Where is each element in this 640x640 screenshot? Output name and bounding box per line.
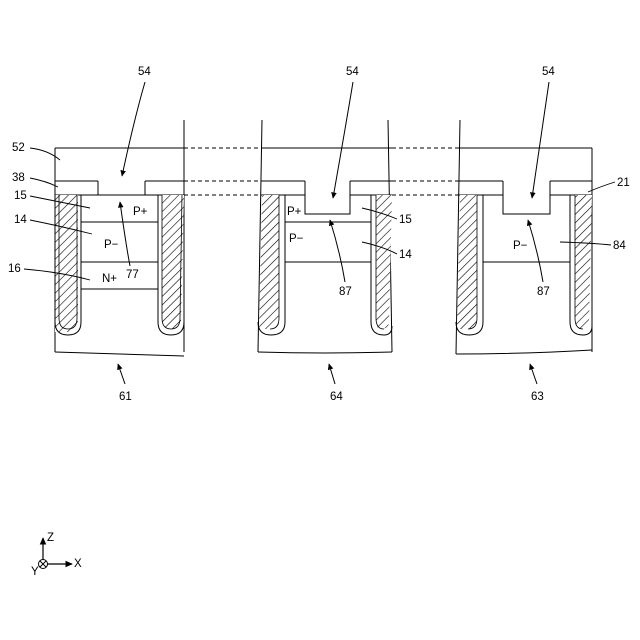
label-52: 52	[12, 142, 25, 154]
label-38: 38	[12, 172, 25, 184]
axis-x-label: X	[74, 558, 82, 570]
axes-indicator: Z X Y	[31, 532, 82, 578]
panel-61-ref: 61	[119, 391, 132, 403]
panel-63-label-84: 84	[613, 240, 626, 252]
axis-y-label: Y	[31, 566, 39, 578]
panel-64-p-plus: P+	[287, 206, 302, 218]
panel-64-label-14: 14	[399, 249, 412, 261]
panel-64-label-15: 15	[399, 214, 412, 226]
label-16: 16	[8, 263, 21, 275]
panel-64-p-minus: P−	[289, 233, 304, 245]
panel-63-label-54: 54	[542, 66, 555, 78]
dashed-connectors	[184, 148, 458, 195]
axis-z-label: Z	[47, 532, 54, 544]
panel-64-label-54: 54	[346, 66, 359, 78]
panel-63-label-21: 21	[617, 177, 630, 189]
panel-61: P+ P− N+ 54 77 52 38 15 14 16 61	[8, 66, 184, 403]
panel-61-label-77: 77	[126, 269, 139, 281]
panel-64-ref: 64	[330, 391, 343, 403]
panel-63-p-minus: P−	[513, 240, 528, 252]
panel-63: P− 54 87 21 84 63	[456, 66, 630, 403]
label-14: 14	[14, 214, 27, 226]
panel-64: P+ P− 54 87 15 14 64	[258, 66, 412, 403]
panel-61-label-54: 54	[138, 66, 151, 78]
panel-63-label-87: 87	[537, 286, 550, 298]
panel-63-ref: 63	[531, 391, 544, 403]
panel-61-p-minus: P−	[104, 239, 119, 251]
panel-64-label-87: 87	[339, 286, 352, 298]
panel-61-p-plus: P+	[133, 206, 148, 218]
label-15: 15	[14, 190, 27, 202]
panel-61-trench-left	[55, 195, 78, 332]
panel-61-n-plus: N+	[102, 273, 117, 285]
